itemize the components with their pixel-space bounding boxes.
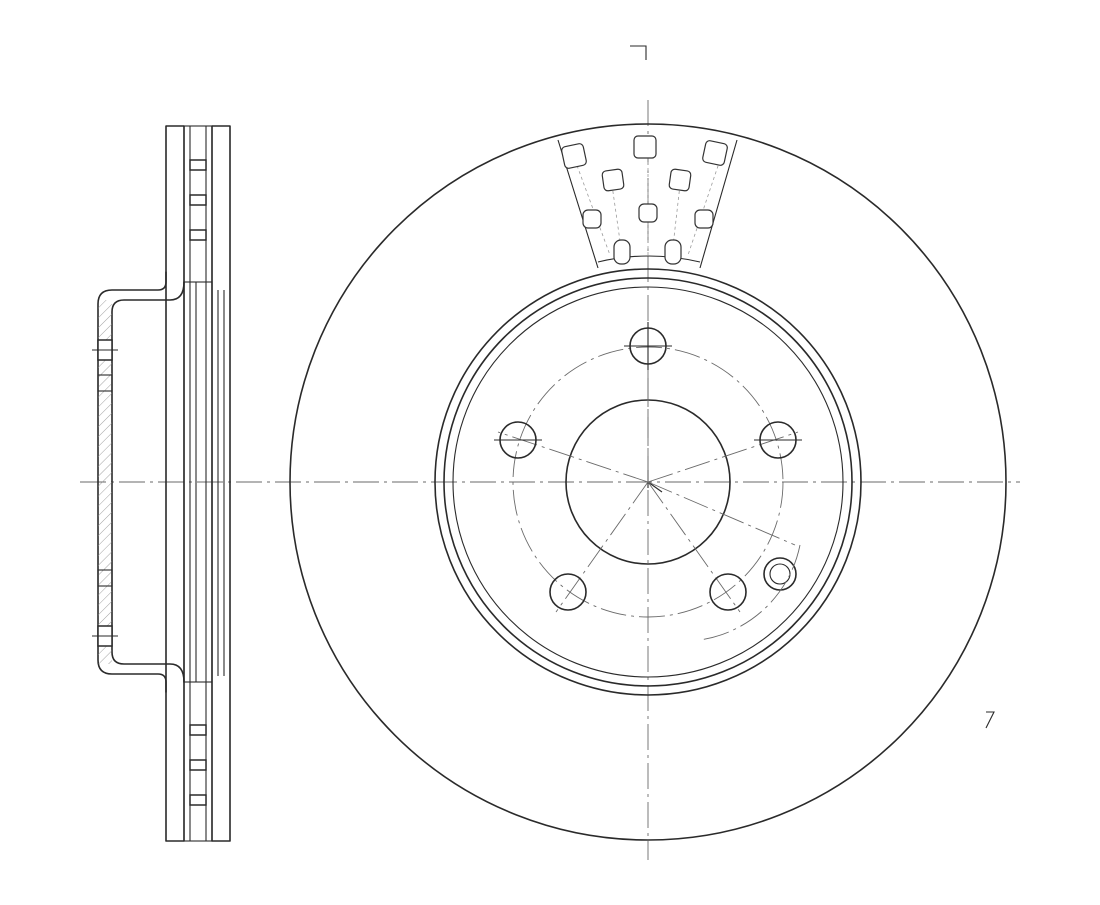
side-section-view	[80, 125, 1020, 842]
bolt-hole-bottom-left	[549, 573, 587, 611]
section-mark-top	[630, 45, 647, 60]
section-mark-bottom-right	[985, 711, 995, 729]
vent-hole	[668, 168, 692, 192]
vent-hole	[582, 209, 602, 229]
vent-hole	[702, 140, 728, 166]
hub-ring-inner	[452, 286, 844, 678]
hub-ring-outer	[434, 268, 862, 696]
vent-hole	[633, 135, 657, 159]
hub-ring-middle	[443, 277, 853, 687]
vane-ribs	[189, 126, 207, 841]
front-view	[289, 100, 1007, 860]
vent-hole	[638, 203, 658, 223]
stud-detail-top	[92, 339, 118, 392]
bolt-hole-bottom-right	[709, 573, 747, 611]
inner-friction-ring	[211, 125, 231, 842]
vent-pattern	[557, 135, 738, 269]
bolt-holes	[494, 322, 802, 611]
vent-hole	[694, 209, 714, 229]
stud-detail-bottom	[92, 569, 118, 647]
vent-hole	[664, 239, 682, 265]
vent-hole	[601, 168, 625, 192]
vent-hole	[613, 239, 631, 265]
outer-friction-ring	[165, 125, 185, 842]
vent-hole	[561, 143, 587, 169]
disc-outer-edge	[289, 123, 1007, 841]
hat-flange	[183, 281, 213, 683]
vent-sector-base	[597, 255, 701, 263]
locating-screw-hole	[699, 544, 801, 641]
